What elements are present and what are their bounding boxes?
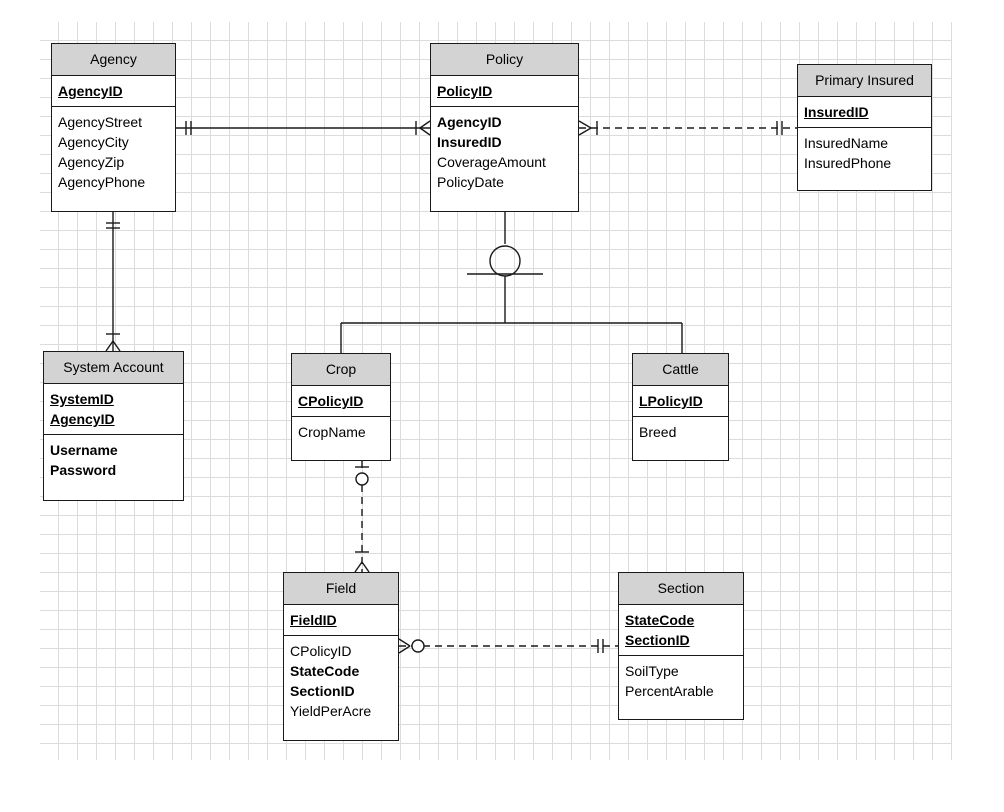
attributes: InsuredName InsuredPhone <box>798 128 931 178</box>
attribute: Breed <box>639 424 677 440</box>
connector-layer <box>105 120 797 654</box>
primary-keys: PolicyID <box>431 76 578 107</box>
attribute: Password <box>50 462 117 478</box>
entity-title: Field <box>284 573 398 605</box>
entity-policy[interactable]: Policy PolicyID AgencyID InsuredID Cover… <box>430 43 579 212</box>
relationship-field-section <box>398 638 618 654</box>
entity-section[interactable]: Section StateCode SectionID SoilType Per… <box>618 572 744 720</box>
attributes: Username Password <box>44 435 183 485</box>
attributes: AgencyID InsuredID CoverageAmount Policy… <box>431 107 578 197</box>
attribute: Username <box>50 442 118 458</box>
attribute: PolicyDate <box>437 174 504 190</box>
foreign-key-attribute: AgencyID <box>437 114 502 130</box>
entity-system-account[interactable]: System Account SystemID AgencyID Usernam… <box>43 351 184 501</box>
entity-agency[interactable]: Agency AgencyID AgencyStreet AgencyCity … <box>51 43 176 212</box>
attributes: AgencyStreet AgencyCity AgencyZip Agency… <box>52 107 175 197</box>
attribute: InsuredPhone <box>804 155 892 171</box>
entity-title: Cattle <box>633 354 728 386</box>
primary-key: CPolicyID <box>298 393 364 409</box>
primary-keys: LPolicyID <box>633 386 728 417</box>
entity-title: Policy <box>431 44 578 76</box>
attribute: CropName <box>298 424 366 440</box>
attribute: AgencyCity <box>58 134 129 150</box>
attribute: AgencyStreet <box>58 114 143 130</box>
attribute: AgencyPhone <box>58 174 146 190</box>
primary-key: AgencyID <box>58 83 123 99</box>
primary-key: SystemID <box>50 391 114 407</box>
attribute: YieldPerAcre <box>290 703 372 719</box>
primary-key: InsuredID <box>804 104 869 120</box>
relationship-policy-primary-insured <box>578 120 797 136</box>
relationship-agency-system-account <box>105 212 121 352</box>
foreign-key-attribute: InsuredID <box>437 134 502 150</box>
attribute: CPolicyID <box>290 643 352 659</box>
primary-keys: SystemID AgencyID <box>44 384 183 435</box>
entity-primary-insured[interactable]: Primary Insured InsuredID InsuredName In… <box>797 64 932 191</box>
primary-keys: CPolicyID <box>292 386 390 417</box>
entity-crop[interactable]: Crop CPolicyID CropName <box>291 353 391 461</box>
attributes: Breed <box>633 417 728 447</box>
foreign-key-attribute: StateCode <box>290 663 360 679</box>
entity-title: System Account <box>44 352 183 384</box>
subtype-connector <box>340 212 683 353</box>
attribute: SoilType <box>625 663 679 679</box>
foreign-key-attribute: SectionID <box>290 683 355 699</box>
attributes: CPolicyID StateCode SectionID YieldPerAc… <box>284 636 398 726</box>
primary-key: FieldID <box>290 612 337 628</box>
entity-title: Section <box>619 573 743 605</box>
primary-key: PolicyID <box>437 83 493 99</box>
primary-keys: AgencyID <box>52 76 175 107</box>
entity-field[interactable]: Field FieldID CPolicyID StateCode Sectio… <box>283 572 399 741</box>
primary-key: AgencyID <box>50 411 115 427</box>
primary-keys: StateCode SectionID <box>619 605 743 656</box>
entity-title: Primary Insured <box>798 65 931 97</box>
er-diagram-canvas: Agency AgencyID AgencyStreet AgencyCity … <box>40 22 952 760</box>
attribute: CoverageAmount <box>437 154 546 170</box>
attribute: PercentArable <box>625 683 714 699</box>
relationship-agency-policy <box>176 120 431 136</box>
entity-title: Agency <box>52 44 175 76</box>
attribute: AgencyZip <box>58 154 125 170</box>
primary-key: StateCode <box>625 612 695 628</box>
entity-cattle[interactable]: Cattle LPolicyID Breed <box>632 353 729 461</box>
primary-key: SectionID <box>625 632 690 648</box>
primary-keys: FieldID <box>284 605 398 636</box>
entity-title: Crop <box>292 354 390 386</box>
primary-keys: InsuredID <box>798 97 931 128</box>
attributes: CropName <box>292 417 390 447</box>
attribute: InsuredName <box>804 135 889 151</box>
attributes: SoilType PercentArable <box>619 656 743 706</box>
primary-key: LPolicyID <box>639 393 703 409</box>
relationship-crop-field <box>354 461 370 573</box>
